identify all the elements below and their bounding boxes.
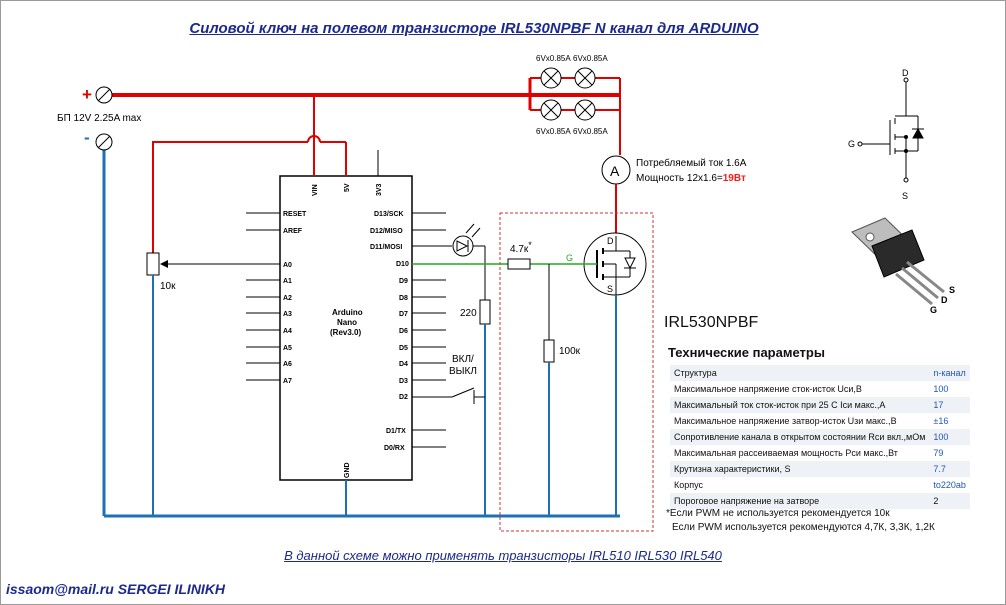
arduino-model: Nano	[337, 318, 357, 327]
pin-aref: AREF	[283, 228, 303, 235]
table-row: Максимальное напряжение сток-исток Uси,В…	[674, 384, 949, 394]
pin-d8: D8	[399, 295, 408, 302]
to220-package-icon	[851, 217, 945, 306]
mosfet-drain-label: D	[607, 236, 614, 246]
switch-label-1: ВКЛ/	[452, 354, 474, 365]
pin-a5: A5	[283, 345, 292, 352]
pin-d2: D2	[399, 394, 408, 401]
right-pin-lines	[412, 212, 446, 448]
mosfet-module-box	[499, 212, 654, 532]
pin-d9: D9	[399, 278, 408, 285]
footer-note: В данной схеме можно применять транзисто…	[284, 548, 722, 563]
r-led-label: 220	[460, 308, 477, 319]
current-text: Потребляемый ток 1.6A	[636, 157, 747, 169]
pin-d6: D6	[399, 328, 408, 335]
table-row: Максимальный ток сток-исток при 25 С Iси…	[670, 397, 970, 413]
lamp-icon	[540, 99, 562, 121]
left-pin-lines	[246, 212, 280, 381]
plus-sign: +	[82, 85, 92, 104]
pin-d10: D10	[396, 261, 409, 268]
minus-sign: -	[84, 128, 90, 147]
pin-5v: 5V	[344, 183, 351, 192]
mosfet-source-label: S	[607, 284, 613, 294]
power-text: Мощность 12x1.6=19Вт	[636, 173, 746, 184]
pin-3v3: 3V3	[376, 183, 383, 196]
note-line-2: Если PWM используется рекомендуются 4,7К…	[672, 522, 935, 533]
pin-a7: A7	[283, 378, 292, 385]
package-g: G	[930, 305, 937, 315]
lamp-label: 6Vx0.85A	[536, 127, 571, 136]
r-gate-star: *	[528, 240, 532, 250]
lamp-label: 6Vx0.85A	[573, 127, 608, 136]
pin-a6: A6	[283, 361, 292, 368]
gate-wire-label: G	[566, 253, 573, 263]
power-prefix: Мощность 12x1.6=	[636, 173, 723, 184]
pin-gnd: GND	[344, 462, 351, 478]
power-supply-label: БП 12V 2.25A max	[57, 113, 141, 124]
pin-reset: RESET	[283, 211, 307, 218]
r-gate-label: 4.7к*	[510, 240, 532, 255]
notes: *Если PWM не используется рекомендуется …	[666, 507, 935, 535]
package-s: S	[949, 285, 955, 295]
specs-title: Технические параметры	[668, 345, 825, 360]
symbol-g: G	[848, 139, 855, 149]
part-name: IRL530NPBF	[664, 314, 759, 331]
arduino-name: Arduino	[332, 308, 363, 317]
mosfet-schematic-icon	[862, 80, 924, 180]
lamp-label: 6Vx0.85A	[573, 54, 608, 63]
page-title: Силовой ключ на полевом транзисторе IRL5…	[189, 20, 759, 37]
pin-d1: D1/TX	[386, 428, 406, 435]
lamp-label: 6Vx0.85A	[536, 54, 571, 63]
r-pull-label: 100к	[559, 346, 581, 357]
package-d: D	[941, 295, 948, 305]
lamp-icon	[574, 99, 596, 121]
switch-label-2: ВЫКЛ	[449, 366, 477, 377]
pot-label: 10к	[160, 281, 176, 292]
symbol-s: S	[902, 191, 908, 201]
pin-a3: A3	[283, 311, 292, 318]
pin-vin: VIN	[312, 184, 319, 196]
potentiometer	[146, 252, 160, 276]
resistor-gate	[507, 258, 531, 270]
power-value: 19Вт	[723, 173, 746, 184]
table-row: Максимальная рассеиваемая мощность Pси м…	[674, 448, 944, 458]
lamp-icon	[540, 67, 562, 89]
lamp-icon	[574, 67, 596, 89]
arduino-board	[279, 175, 413, 481]
ammeter-symbol: A	[610, 163, 620, 179]
arduino-rev: (Rev3.0)	[330, 328, 361, 337]
pin-d11: D11/MOSI	[370, 244, 402, 251]
resistor-100k	[543, 339, 555, 363]
pin-a0: A0	[283, 262, 292, 269]
pin-d7: D7	[399, 311, 408, 318]
pin-d5: D5	[399, 345, 408, 352]
table-row: Сопротивление канала в открытом состояни…	[670, 429, 970, 445]
pin-d0: D0/RX	[384, 445, 405, 452]
table-row: Максимальное напряжение затвор-исток Uзи…	[674, 416, 949, 426]
resistor-220	[479, 299, 491, 325]
note-line-1: *Если PWM не используется рекомендуется …	[666, 508, 890, 519]
pin-d3: D3	[399, 378, 408, 385]
pin-d4: D4	[399, 361, 408, 368]
author-email[interactable]: issaom@mail.ru SERGEI ILINIKH	[6, 581, 226, 597]
pin-d13: D13/SCK	[374, 211, 404, 218]
pin-a1: A1	[283, 278, 292, 285]
led-icon	[452, 235, 474, 257]
pin-a4: A4	[283, 328, 292, 335]
pin-d12: D12/MISO	[370, 228, 403, 235]
pin-a2: A2	[283, 295, 292, 302]
symbol-d: D	[902, 68, 909, 78]
